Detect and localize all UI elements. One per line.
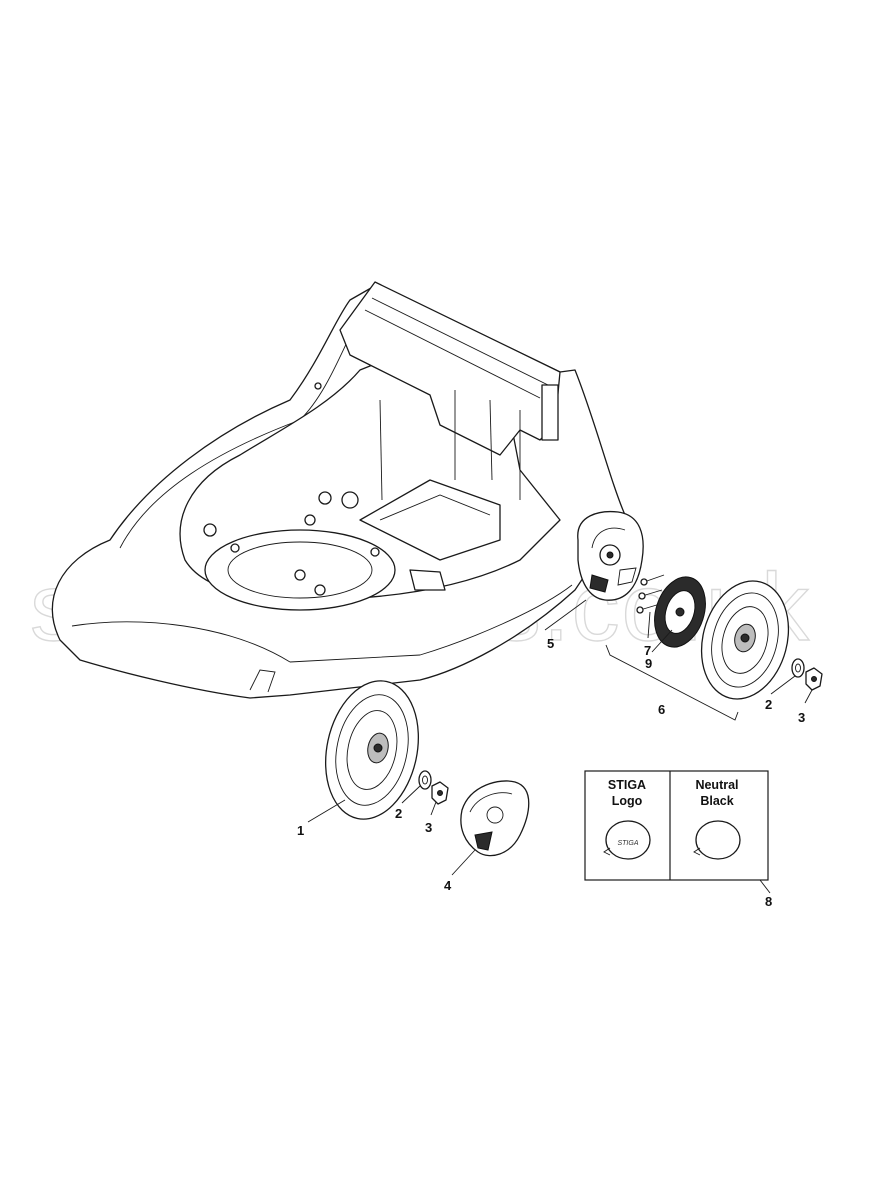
washer-2-right xyxy=(791,658,805,678)
variant-right-line1: Neutral xyxy=(695,778,738,792)
rear-hub-cover-5 xyxy=(577,510,644,601)
callout-6: 6 xyxy=(658,702,665,717)
washer-2-left xyxy=(418,770,432,790)
front-wheel-1 xyxy=(324,680,420,820)
mower-deck xyxy=(51,281,626,699)
callout-1: 1 xyxy=(297,823,304,838)
callout-7: 7 xyxy=(644,643,651,658)
nut-3-right xyxy=(805,667,823,691)
variant-box: STIGA Logo Neutral Black STIGA xyxy=(584,770,769,881)
gear-ring-9 xyxy=(654,576,706,648)
variant-right-line2: Black xyxy=(700,794,733,808)
neutral-black-cap-icon xyxy=(693,820,741,860)
callout-3-left: 3 xyxy=(425,820,432,835)
leader-lines xyxy=(307,599,813,894)
svg-text:STIGA: STIGA xyxy=(617,840,638,847)
callout-3-right: 3 xyxy=(798,710,805,725)
callout-5: 5 xyxy=(547,636,554,651)
group-bracket-6 xyxy=(605,644,739,721)
rear-wheel xyxy=(700,580,790,700)
callout-2-left: 2 xyxy=(395,806,402,821)
callout-2-right: 2 xyxy=(765,697,772,712)
variant-left-line2: Logo xyxy=(612,794,643,808)
nut-3-left xyxy=(431,781,449,805)
callout-4: 4 xyxy=(444,878,452,893)
stiga-logo-cap-icon: STIGA xyxy=(603,820,651,860)
callout-8: 8 xyxy=(765,894,772,909)
front-hub-cover-4 xyxy=(460,780,530,857)
callout-9: 9 xyxy=(645,656,652,671)
variant-left-line1: STIGA xyxy=(608,778,646,792)
screws-7 xyxy=(636,574,665,614)
